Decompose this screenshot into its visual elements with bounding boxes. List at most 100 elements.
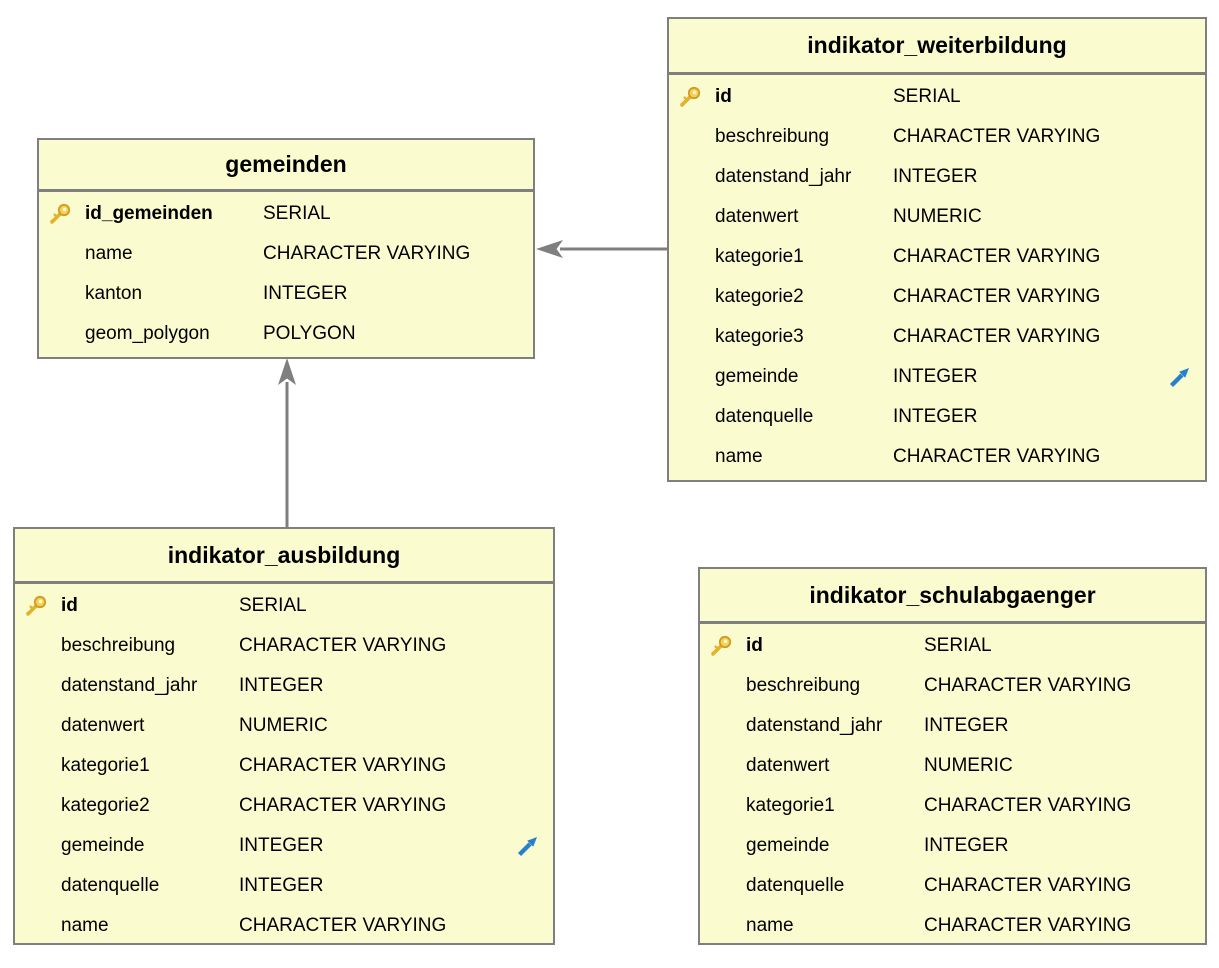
table-title[interactable]: indikator_schulabgaenger [700,569,1205,624]
field-name: name [715,446,763,467]
field-type: CHARACTER VARYING [239,635,447,656]
table-gemeinden[interactable]: gemeinden id_gemeinden SERIAL name CHARA… [37,138,535,359]
field-name: gemeinde [746,835,830,856]
table-field-list: id SERIAL beschreibung CHARACTER VARYING… [15,584,553,946]
field-row: datenwert NUMERIC [669,197,1205,237]
field-name: gemeinde [61,835,145,856]
primary-key-icon [26,595,47,616]
field-name: kategorie1 [746,795,835,816]
field-type: CHARACTER VARYING [893,246,1101,267]
field-row: geom_polygon POLYGON [39,314,533,354]
field-name: id [746,635,763,656]
field-row: id SERIAL [700,626,1205,666]
table-indikator-weiterbildung[interactable]: indikator_weiterbildung id SERIAL beschr… [667,17,1207,482]
table-title[interactable]: indikator_weiterbildung [669,19,1205,75]
field-type: CHARACTER VARYING [924,795,1132,816]
relation-arrow-ausbildung-to-gemeinden[interactable] [276,357,298,528]
field-row: gemeinde INTEGER [15,826,553,866]
table-title[interactable]: gemeinden [39,140,533,192]
field-row: datenquelle CHARACTER VARYING [700,866,1205,906]
field-row: beschreibung CHARACTER VARYING [669,117,1205,157]
field-row: gemeinde INTEGER [669,357,1205,397]
field-name: name [61,915,109,936]
field-type: SERIAL [924,635,992,656]
field-row: name CHARACTER VARYING [669,437,1205,477]
field-type: CHARACTER VARYING [893,126,1101,147]
field-name: beschreibung [61,635,176,656]
field-type: NUMERIC [239,715,328,736]
field-name: id [715,86,732,107]
field-type: CHARACTER VARYING [924,675,1132,696]
field-row: datenstand_jahr INTEGER [669,157,1205,197]
field-row: kategorie1 CHARACTER VARYING [700,786,1205,826]
foreign-key-arrow-icon [1169,367,1189,387]
field-name: gemeinde [715,366,799,387]
field-row: kanton INTEGER [39,274,533,314]
relation-arrow-weiterbildung-to-gemeinden[interactable] [535,238,667,260]
field-name: name [85,243,133,264]
field-type: CHARACTER VARYING [239,795,447,816]
field-name: id [61,595,78,616]
field-name: datenwert [715,206,799,227]
field-type: SERIAL [263,203,331,224]
field-name: datenquelle [746,875,845,896]
field-row: datenquelle INTEGER [669,397,1205,437]
field-row: id SERIAL [15,586,553,626]
field-name: kategorie2 [715,286,804,307]
field-type: INTEGER [893,166,978,187]
field-name: datenquelle [715,406,814,427]
table-field-list: id SERIAL beschreibung CHARACTER VARYING… [700,624,1205,946]
field-row: name CHARACTER VARYING [700,906,1205,946]
field-row: name CHARACTER VARYING [15,906,553,946]
field-name: kanton [85,283,143,304]
primary-key-icon [680,86,701,107]
field-name: datenstand_jahr [715,166,852,187]
field-row: datenwert NUMERIC [700,746,1205,786]
field-type: CHARACTER VARYING [263,243,471,264]
field-type: INTEGER [263,283,348,304]
field-type: CHARACTER VARYING [893,286,1101,307]
field-type: INTEGER [239,875,324,896]
field-row: kategorie2 CHARACTER VARYING [669,277,1205,317]
field-row: datenwert NUMERIC [15,706,553,746]
field-name: datenquelle [61,875,160,896]
field-row: name CHARACTER VARYING [39,234,533,274]
foreign-key-arrow-icon [517,836,537,856]
field-type: CHARACTER VARYING [239,915,447,936]
table-indikator-schulabgaenger[interactable]: indikator_schulabgaenger id SERIAL besch… [698,567,1207,945]
field-type: CHARACTER VARYING [893,446,1101,467]
field-type: CHARACTER VARYING [924,875,1132,896]
primary-key-icon [50,203,71,224]
field-name: geom_polygon [85,323,210,344]
field-name: kategorie2 [61,795,150,816]
field-row: datenquelle INTEGER [15,866,553,906]
field-row: kategorie3 CHARACTER VARYING [669,317,1205,357]
field-type: CHARACTER VARYING [239,755,447,776]
table-field-list: id_gemeinden SERIAL name CHARACTER VARYI… [39,192,533,354]
table-field-list: id SERIAL beschreibung CHARACTER VARYING… [669,75,1205,477]
field-type: NUMERIC [893,206,982,227]
field-name: datenwert [61,715,145,736]
field-row: datenstand_jahr INTEGER [15,666,553,706]
field-row: kategorie2 CHARACTER VARYING [15,786,553,826]
field-type: INTEGER [893,406,978,427]
field-name: name [746,915,794,936]
field-row: kategorie1 CHARACTER VARYING [669,237,1205,277]
field-type: SERIAL [893,86,961,107]
field-name: datenstand_jahr [746,715,883,736]
field-type: INTEGER [924,715,1009,736]
field-type: INTEGER [239,675,324,696]
field-name: id_gemeinden [85,203,213,224]
primary-key-icon [711,635,732,656]
table-indikator-ausbildung[interactable]: indikator_ausbildung id SERIAL beschreib… [13,527,555,945]
field-type: NUMERIC [924,755,1013,776]
field-name: beschreibung [715,126,830,147]
field-type: POLYGON [263,323,356,344]
field-name: kategorie3 [715,326,804,347]
field-row: beschreibung CHARACTER VARYING [700,666,1205,706]
field-name: kategorie1 [61,755,150,776]
table-title[interactable]: indikator_ausbildung [15,529,553,584]
field-type: SERIAL [239,595,307,616]
field-row: id_gemeinden SERIAL [39,194,533,234]
